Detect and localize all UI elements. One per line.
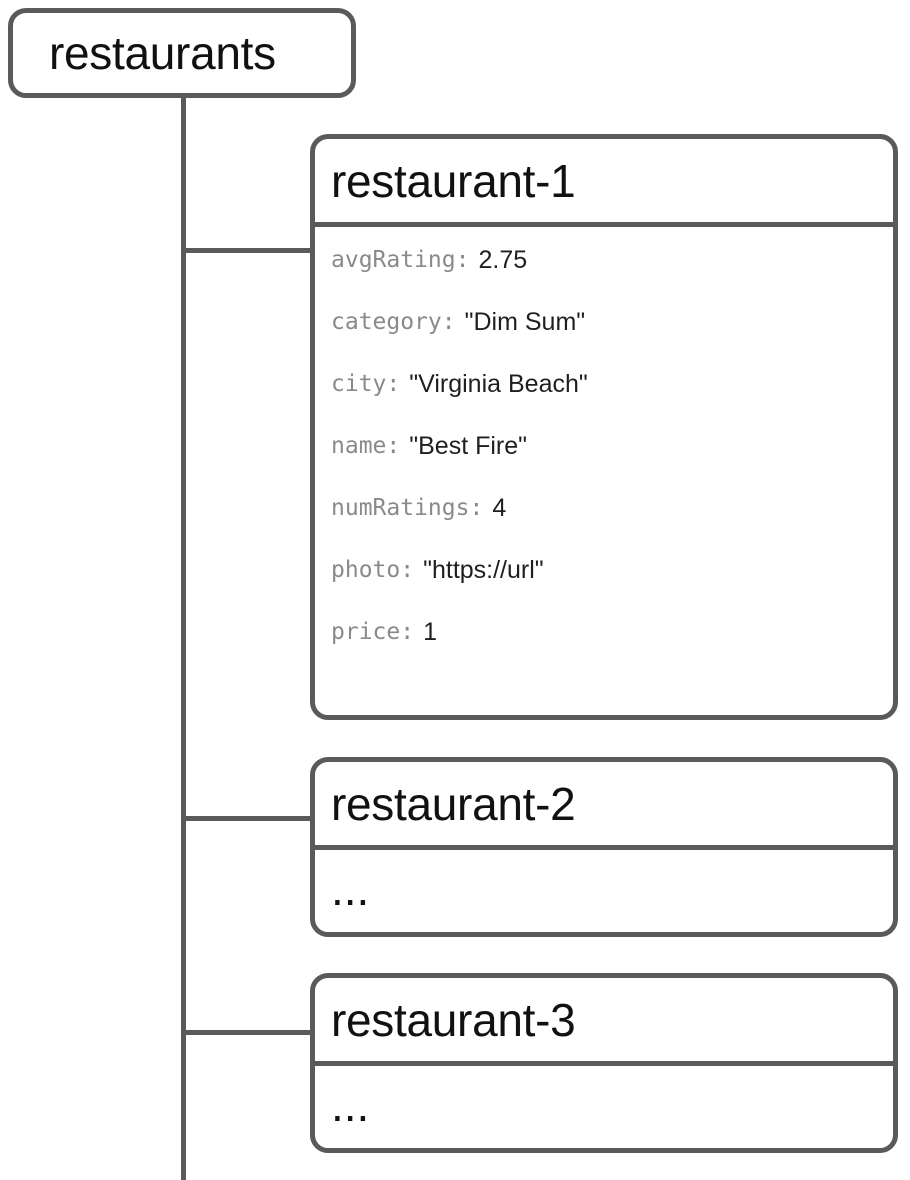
document-node-restaurant-2[interactable]: restaurant-2 ... (310, 757, 898, 937)
field-row: city: "Virginia Beach" (331, 370, 893, 435)
branch-line-restaurant-1 (181, 248, 313, 253)
trunk-line-vertical (181, 97, 186, 1180)
document-fields-restaurant-3: ... (315, 1066, 893, 1148)
field-key: city: (331, 371, 401, 397)
field-value: 1 (423, 618, 437, 646)
field-row: numRatings: 4 (331, 494, 893, 559)
field-key: name: (331, 433, 401, 459)
field-value: "Best Fire" (409, 432, 528, 460)
ellipsis-placeholder: ... (331, 863, 370, 915)
field-row: category: "Dim Sum" (331, 308, 893, 373)
document-node-restaurant-3[interactable]: restaurant-3 ... (310, 973, 898, 1153)
field-value: "Virginia Beach" (409, 370, 588, 398)
document-header-restaurant-1: restaurant-1 (315, 139, 893, 227)
branch-line-restaurant-3 (181, 1030, 313, 1035)
field-row: avgRating: 2.75 (331, 246, 893, 311)
document-title: restaurant-3 (331, 993, 576, 1046)
field-value: "Dim Sum" (464, 308, 586, 336)
field-row: photo: "https://url" (331, 556, 893, 621)
field-key: price: (331, 619, 415, 645)
field-row: price: 1 (331, 618, 893, 683)
document-title: restaurant-2 (331, 777, 576, 830)
collection-title: restaurants (49, 27, 276, 79)
ellipsis-placeholder: ... (331, 1079, 370, 1131)
field-value: 2.75 (478, 246, 528, 274)
document-header-restaurant-3: restaurant-3 (315, 978, 893, 1066)
collection-node-restaurants[interactable]: restaurants (8, 8, 356, 98)
document-fields-restaurant-1: avgRating: 2.75 category: "Dim Sum" city… (315, 227, 893, 715)
document-node-restaurant-1[interactable]: restaurant-1 avgRating: 2.75 category: "… (310, 134, 898, 720)
document-title: restaurant-1 (331, 154, 576, 207)
field-value: "https://url" (423, 556, 544, 584)
field-key: avgRating: (331, 247, 470, 273)
branch-line-restaurant-2 (181, 816, 313, 821)
field-value: 4 (492, 494, 507, 522)
field-key: photo: (331, 557, 415, 583)
field-key: category: (331, 309, 456, 335)
field-key: numRatings: (331, 495, 484, 521)
document-header-restaurant-2: restaurant-2 (315, 762, 893, 850)
document-fields-restaurant-2: ... (315, 850, 893, 932)
field-row: name: "Best Fire" (331, 432, 893, 497)
